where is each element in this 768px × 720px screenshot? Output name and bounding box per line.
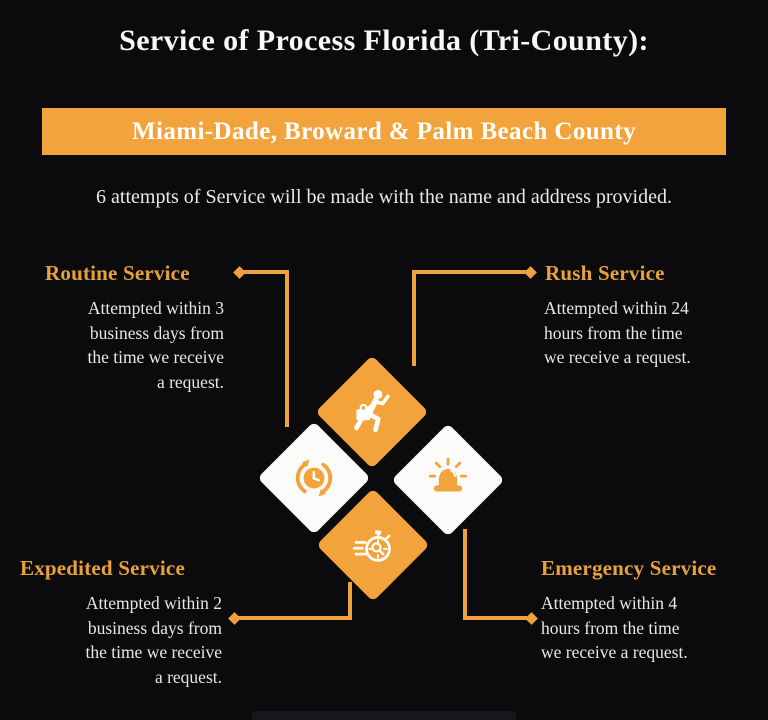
- emergency-connector-line: [463, 616, 527, 620]
- text-line: we receive a request.: [541, 642, 688, 662]
- text-line: Attempted within 3: [87, 298, 224, 318]
- emergency-service-heading: Emergency Service: [541, 556, 717, 580]
- routine-connector-line: [240, 270, 288, 274]
- text-line: Attempted within 2: [85, 593, 222, 613]
- routine-service-heading: Routine Service: [45, 261, 190, 285]
- subtitle: 6 attempts of Service will be made with …: [96, 186, 672, 208]
- text-line: Attempted within 24: [544, 298, 689, 318]
- emergency-connector-line: [463, 529, 467, 620]
- text-line: the time we receive: [85, 642, 222, 662]
- routine-service-description: Attempted within 3 business days from th…: [58, 296, 224, 394]
- page-title: Service of Process Florida (Tri-County):: [119, 24, 649, 57]
- rush-service-description: Attempted within 24 hours from the time …: [544, 296, 739, 370]
- rush-diamond: [315, 355, 429, 469]
- county-banner-label: Miami-Dade, Broward & Palm Beach County: [132, 117, 636, 145]
- expedited-service-heading: Expedited Service: [20, 556, 185, 580]
- county-banner: Miami-Dade, Broward & Palm Beach County: [42, 108, 726, 155]
- emergency-diamond: [391, 423, 505, 537]
- routine-connector-line: [285, 270, 289, 427]
- text-line: business days from: [89, 322, 224, 343]
- rush-connector-line: [412, 270, 416, 366]
- routine-diamond: [257, 421, 371, 535]
- text-line: a request.: [154, 666, 222, 687]
- rush-service-heading: Rush Service: [545, 261, 665, 285]
- rush-connector-line: [412, 270, 526, 274]
- emergency-service-description: Attempted within 4 hours from the time w…: [541, 591, 736, 665]
- text-line: Attempted within 4: [541, 593, 678, 613]
- running-courier-icon: [354, 390, 390, 433]
- expedited-connector-line: [238, 616, 352, 620]
- text-line: hours from the time: [544, 322, 683, 343]
- expedited-connector-line: [348, 582, 352, 620]
- emergency-siren-icon: [428, 457, 468, 492]
- text-line: the time we receive: [87, 347, 224, 367]
- footer-bar: [252, 711, 516, 720]
- speeding-stopwatch-icon: [352, 530, 391, 562]
- text-line: we receive a request.: [544, 347, 691, 367]
- recurring-clock-icon: [295, 459, 333, 497]
- expedited-service-description: Attempted within 2 business days from th…: [56, 591, 222, 689]
- text-line: hours from the time: [541, 617, 680, 638]
- text-line: business days from: [87, 617, 222, 638]
- expedited-diamond: [316, 488, 430, 602]
- text-line: a request.: [156, 371, 224, 392]
